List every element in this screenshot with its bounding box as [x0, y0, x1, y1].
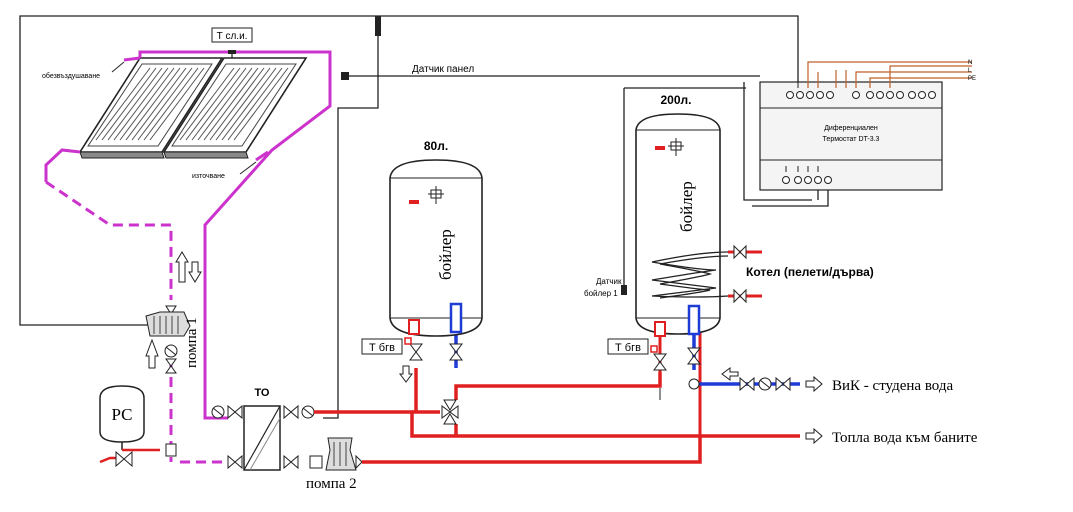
expansion-vessel-label: РС [111, 405, 132, 424]
t-collector-box [211, 27, 253, 43]
boiler-200 [635, 113, 747, 371]
pump-group-2 [309, 437, 363, 471]
t-hot-water-1-label: Т бгв [369, 342, 395, 354]
boiler-80 [389, 159, 483, 361]
expansion-vessel [99, 385, 177, 468]
sensor-panel-label: Датчик панел [412, 64, 474, 75]
t-collector-label: Т сл.и. [217, 31, 248, 42]
solar-collector-right [162, 57, 308, 159]
boiler200-word: бойлер [677, 181, 696, 232]
flow-arrows-solar [145, 251, 413, 383]
drain-label: източване [192, 173, 225, 180]
heat-exchanger [243, 405, 281, 471]
cold-water-fittings [688, 367, 823, 393]
sensor-boiler-label-2: бойлер 1 [584, 289, 618, 298]
pump-group-1 [145, 305, 191, 374]
controller-label-1: Диференциален [824, 125, 878, 132]
hot-water-pipes [314, 150, 800, 464]
sensor-boiler-label-1: Датчик [596, 277, 622, 286]
terminal-n: N [968, 60, 972, 66]
heat-exchanger-label: ТО [254, 387, 269, 399]
boiler200-volume-label: 200л. [661, 93, 692, 107]
differential-controller [759, 61, 972, 191]
control-wiring [19, 15, 829, 419]
controller-label-2: Термостат DT-3.3 [823, 136, 880, 143]
t-hot-water-2-box [607, 338, 649, 355]
terminal-l: L [968, 68, 972, 74]
solar-collector-left [78, 57, 224, 159]
cable-gland-icon [375, 16, 381, 36]
boiler-sensor-icon [621, 285, 627, 295]
t-hot-water-1-box [361, 338, 403, 355]
terminal-pe: PE [968, 76, 976, 82]
t-hot-water-2-label: Т бгв [615, 342, 641, 354]
collector-temp-sensor-icon [228, 50, 236, 54]
deaeration-label: обезвъздушаване [42, 72, 100, 80]
pump2-label: помпа 2 [306, 476, 357, 492]
hot-water-flow-arrow [805, 427, 823, 445]
boiler80-word: бойлер [436, 229, 455, 280]
three-way-valve [441, 399, 459, 425]
valves-heat-exchanger [211, 404, 315, 470]
pump1-label: помпа 1 [184, 317, 200, 368]
cold-water-label: ВиК - студена вода [832, 378, 954, 394]
boiler80-volume-label: 80л. [424, 139, 448, 153]
heating-boiler-label: Котел (пелети/дърва) [746, 265, 874, 279]
panel-sensor-junction-icon [341, 72, 349, 80]
hot-water-label: Топла вода към баните [832, 430, 978, 446]
